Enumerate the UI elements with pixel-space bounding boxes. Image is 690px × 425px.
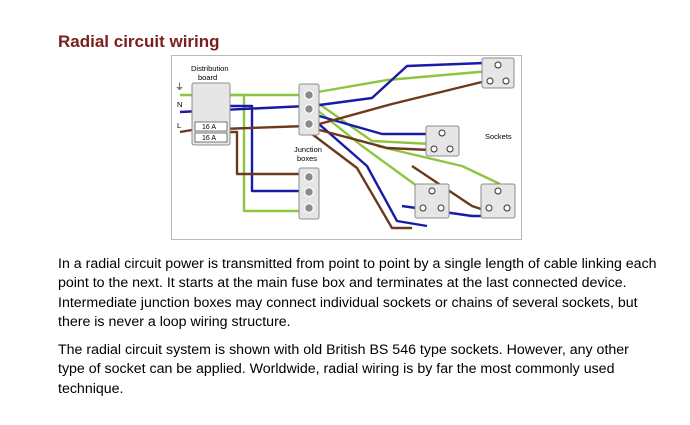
- neutral-wire-js3: [311, 117, 428, 228]
- distribution-board: [191, 82, 231, 146]
- neutral-wire-js1: [311, 61, 485, 108]
- sockets-label: Sockets: [485, 132, 512, 141]
- junction-label-line2: boxes: [297, 154, 317, 163]
- live-label: L: [177, 121, 181, 130]
- wiring-diagram-svg: Distribution board ⏚ N L 16 A 16 A Junct…: [175, 57, 516, 230]
- earth-wire-js1: [311, 69, 491, 95]
- distribution-label-line2: board: [198, 73, 217, 82]
- socket-2: [425, 125, 460, 157]
- junction-box-upper: [298, 83, 320, 136]
- live-wire-js3: [311, 133, 412, 230]
- socket-1: [481, 57, 515, 89]
- terminal-2: [304, 187, 314, 197]
- neutral-wire-jb: [217, 104, 307, 193]
- terminal-neutral: [304, 104, 314, 114]
- paragraph-radial-description: In a radial circuit power is transmitted…: [58, 256, 657, 331]
- live-wire-js2: [311, 126, 431, 152]
- neutral-label: N: [177, 100, 182, 109]
- fuse-2-label: 16 A: [202, 135, 216, 142]
- page-title: Radial circuit wiring: [58, 32, 220, 51]
- fuse-1-label: 16 A: [202, 124, 216, 131]
- junction-box-lower: [298, 167, 320, 220]
- neutral-wire-js2: [311, 112, 434, 136]
- socket-4: [480, 183, 516, 219]
- earth-symbol: ⏚: [175, 82, 184, 92]
- terminal-earth: [304, 90, 314, 100]
- paragraph-socket-types: The radial circuit system is shown with …: [58, 342, 629, 397]
- terminal-1: [304, 172, 314, 182]
- live-wire-js1: [311, 78, 491, 128]
- fuse-2: [194, 132, 228, 143]
- distribution-label-line1: Distribution: [191, 64, 229, 73]
- earth-wire-js2: [311, 98, 433, 146]
- fuse-1: [194, 121, 228, 132]
- socket-3: [414, 183, 450, 219]
- earth-wire-js4: [376, 144, 501, 186]
- terminal-3: [304, 203, 314, 213]
- terminal-live: [304, 119, 314, 129]
- wiring-diagram: Distribution board ⏚ N L 16 A 16 A Junct…: [171, 55, 522, 240]
- junction-label-line1: Junction: [294, 145, 322, 154]
